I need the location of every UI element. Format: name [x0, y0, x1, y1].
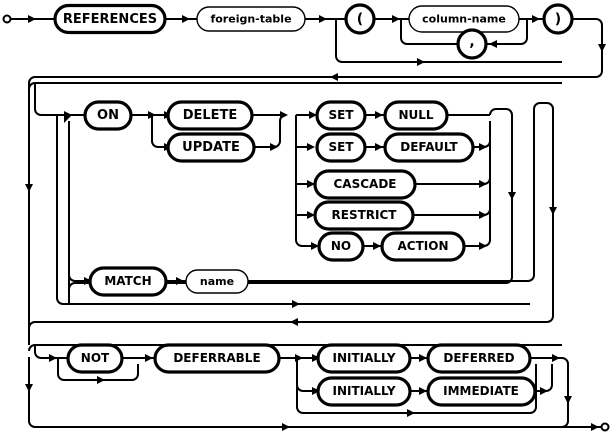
node-initially-immediate-initially-label: INITIALLY — [332, 384, 395, 398]
node-default-label: DEFAULT — [400, 140, 458, 154]
track-paren-bypass — [335, 19, 562, 63]
track-fan-main — [295, 115, 317, 247]
arrow-initially-to-immediate — [419, 387, 427, 395]
arrow-to-end-marker — [591, 423, 599, 431]
track-initially-row2 — [296, 358, 318, 392]
node-column-name-label: column-name — [422, 13, 506, 26]
track-branch-to-update — [151, 115, 168, 148]
track-row1-wrap-to-row2 — [28, 18, 603, 345]
node-references-label: REFERENCES — [63, 12, 157, 27]
track-into-not — [34, 345, 68, 359]
arrow-initially-to-deferred — [419, 354, 427, 362]
arrow-action-out — [479, 242, 487, 250]
arrow-fan-row5 — [311, 242, 319, 250]
arrow-row3-down — [564, 396, 572, 404]
node-deferred-label: DEFERRED — [443, 351, 514, 365]
arrow-match-to-name — [176, 277, 184, 285]
arrow-left-rail-down — [25, 184, 33, 192]
track-comma-loop-right — [487, 19, 528, 45]
node-rparen-label: ) — [555, 12, 561, 28]
track-on-match-bypass — [56, 115, 530, 305]
node-immediate-label: IMMEDIATE — [443, 384, 519, 398]
arrow-set-to-null — [375, 111, 383, 119]
track-initially-collector — [529, 364, 537, 414]
node-update-label: UPDATE — [182, 140, 240, 155]
track-action-column-loop — [68, 108, 513, 304]
arrow-paren-bypass — [417, 58, 425, 66]
node-action-label: ACTION — [398, 239, 449, 253]
arrow-row2-wrap-left — [290, 318, 298, 326]
arrow-row2-collector-down — [549, 207, 557, 215]
arrow-row1-down — [598, 44, 606, 52]
arrow-to-rparen — [532, 15, 540, 23]
track-initially-bypass — [296, 358, 530, 414]
track-comma-loop-left — [400, 19, 458, 45]
arrow-immediate-out — [540, 387, 548, 395]
node-name-label: name — [200, 275, 234, 288]
arrow-fan-row1 — [309, 111, 317, 119]
arrow-comma-loop — [489, 40, 497, 48]
arrow-bypass-right — [292, 300, 300, 308]
node-set-default-set-label: SET — [328, 140, 354, 154]
track-update-merge — [254, 114, 287, 148]
arrow-initially-row1 — [312, 354, 320, 362]
arrow-initially-row2 — [312, 387, 320, 395]
node-deferrable-label: DEFERRABLE — [173, 351, 260, 365]
arrow-default-out — [479, 143, 487, 151]
arrow-to-foreign-table — [182, 15, 190, 23]
track-row2-top-rail — [28, 82, 562, 90]
track-default-out — [473, 121, 491, 148]
track-row3-bypass-bottom — [28, 357, 601, 428]
arrow-fan-row4 — [307, 211, 315, 219]
arrow-deferred-out — [552, 354, 560, 362]
arrow-to-on — [64, 111, 72, 123]
arrow-fan-row2 — [307, 143, 315, 151]
node-match-label: MATCH — [104, 274, 151, 288]
arrow-merge-out — [280, 111, 288, 119]
arrow-fan-row3 — [307, 180, 315, 188]
end-marker-icon — [600, 422, 610, 432]
arrow-no-to-action — [373, 242, 381, 250]
node-set-null-set-label: SET — [328, 108, 354, 122]
track-into-on — [34, 83, 85, 116]
arrow-into-not — [49, 354, 57, 362]
arrow-not-bypass — [97, 376, 105, 384]
track-to-match — [68, 121, 90, 282]
arrow-to-match — [84, 277, 92, 285]
arrow-to-deferrable — [145, 354, 153, 362]
node-delete-label: DELETE — [183, 108, 238, 123]
node-restrict-label: RESTRICT — [332, 208, 398, 222]
node-comma-label: , — [469, 34, 474, 50]
arrow-to-group — [319, 15, 327, 23]
arrow-set-to-default — [375, 143, 383, 151]
node-foreign-table-label: foreign-table — [210, 13, 291, 26]
arrow-restrict-out — [479, 211, 487, 219]
node-lparen-label: ( — [357, 12, 363, 28]
track-immediate-out — [535, 364, 553, 392]
track-row3-to-end — [561, 357, 601, 428]
node-null-label: NULL — [398, 108, 433, 122]
node-no-label: NO — [331, 239, 351, 253]
node-initially-deferred-initially-label: INITIALLY — [332, 351, 395, 365]
arrow-bottom-rail — [282, 423, 290, 431]
arrow-left-rail-down-2 — [25, 384, 33, 392]
start-marker-icon — [2, 14, 12, 24]
track-row2-collector — [28, 102, 554, 329]
arrow-update-merge — [270, 143, 278, 151]
arrow-cascade-out — [479, 180, 487, 188]
node-not-label: NOT — [81, 351, 110, 365]
arrow-initially-bypass — [407, 409, 415, 417]
arrow-action-column-down — [508, 192, 516, 200]
arrow-to-column-name — [392, 15, 400, 23]
arrow-row1-wrap-left — [330, 73, 338, 81]
node-cascade-label: CASCADE — [334, 177, 397, 191]
node-on-label: ON — [97, 108, 119, 123]
arrow-start — [28, 15, 36, 23]
